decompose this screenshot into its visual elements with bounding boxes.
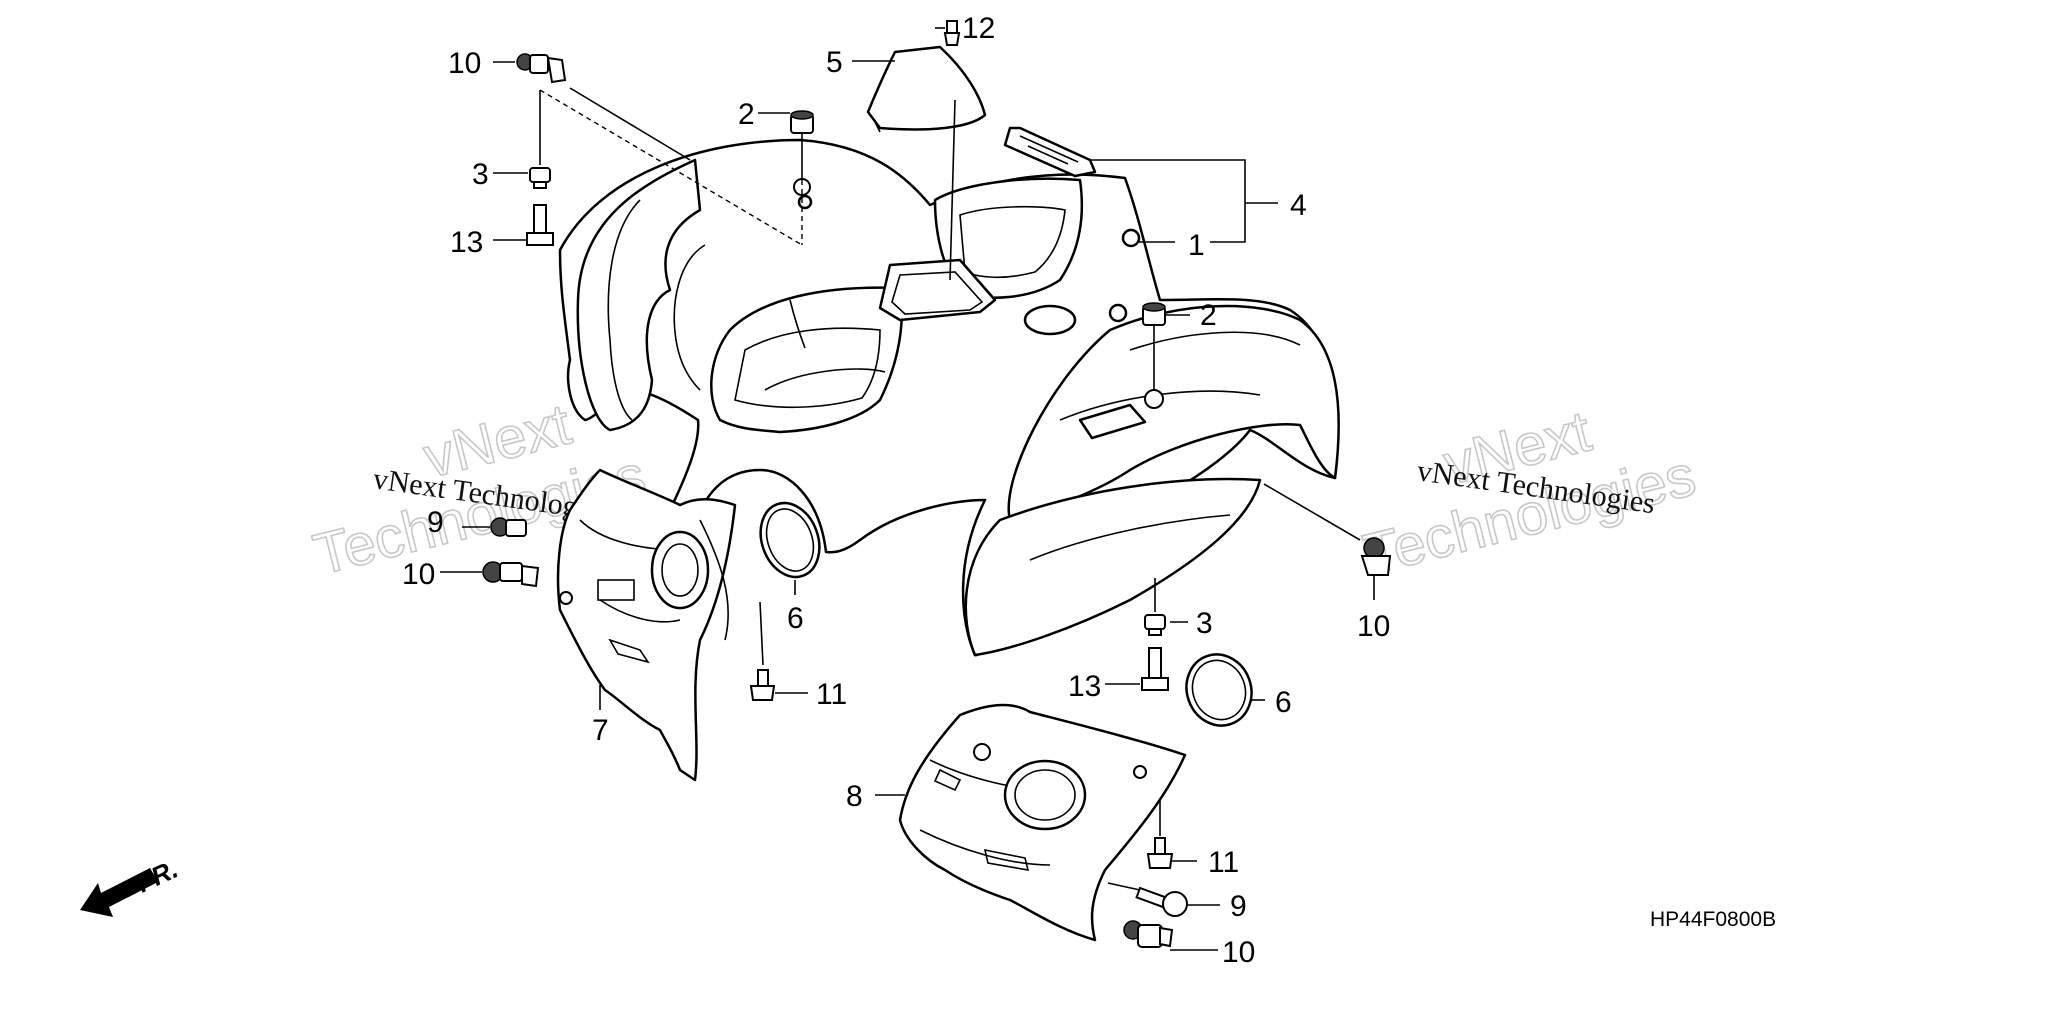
callout-3-top: 3: [472, 158, 489, 191]
callout-11-left: 11: [816, 678, 847, 711]
leader-lines: [440, 27, 1375, 951]
callout-5: 5: [826, 46, 843, 79]
emblem: [1003, 126, 1097, 178]
front-cover: [866, 45, 987, 133]
callout-7: 7: [592, 714, 609, 747]
seal-ring-right: [1185, 653, 1253, 727]
clip-10-left: [482, 561, 540, 588]
callout-13-top: 13: [450, 226, 483, 259]
callout-11-right: 11: [1208, 846, 1239, 879]
callout-9-right: 9: [1230, 890, 1247, 923]
direction-label: FR.: [132, 854, 183, 899]
callout-8: 8: [846, 780, 863, 813]
screw-12: [943, 20, 961, 46]
bolt-13-top: [526, 204, 554, 246]
bolt-13-right: [1141, 647, 1169, 691]
clip-10-bottom: [1123, 920, 1174, 948]
clip-10-right: [1360, 537, 1392, 576]
callout-13-right: 13: [1068, 670, 1101, 703]
front-arrow-icon: [80, 868, 158, 917]
callout-9-left: 9: [427, 506, 444, 539]
bolt-3-top: [529, 167, 551, 189]
callout-10-top: 10: [448, 47, 481, 80]
callout-labels: 1 2 2 3 3 4 5 6 6 7 8 9 9 10 10 10 10 11…: [402, 12, 1390, 969]
bolt-11-left: [749, 669, 776, 701]
front-fender: [558, 138, 1340, 657]
right-inner-panel: [898, 703, 1187, 942]
front-direction-indicator: FR.: [80, 854, 183, 917]
bolt-9-right: [1135, 886, 1188, 917]
callout-3-right: 3: [1196, 607, 1213, 640]
diagram-code: HP44F0800B: [1650, 908, 1776, 931]
callout-10-right: 10: [1357, 610, 1390, 643]
grommet-2-right-lower: [1144, 389, 1164, 409]
grommet-2-right: [1142, 302, 1166, 326]
bolt-11-right: [1146, 837, 1174, 869]
callout-2-right: 2: [1200, 299, 1217, 332]
bolt-3-right: [1144, 614, 1166, 636]
watermark-right: vNext Technologies vNext Technologies: [1357, 398, 1703, 589]
callout-10-left: 10: [402, 558, 435, 591]
callout-6-left: 6: [787, 602, 804, 635]
callout-1: 1: [1188, 229, 1205, 262]
clip-10-top: [516, 53, 567, 84]
left-inner-panel: [556, 468, 737, 782]
callout-12: 12: [962, 12, 995, 45]
bolt-9-left: [490, 517, 527, 537]
callout-10-bottom: 10: [1222, 936, 1255, 969]
callout-6-right: 6: [1275, 686, 1292, 719]
callout-4: 4: [1290, 189, 1307, 222]
grommet-2-top: [790, 110, 814, 134]
seal-ring-left: [759, 501, 821, 579]
callout-2-top: 2: [738, 98, 755, 131]
